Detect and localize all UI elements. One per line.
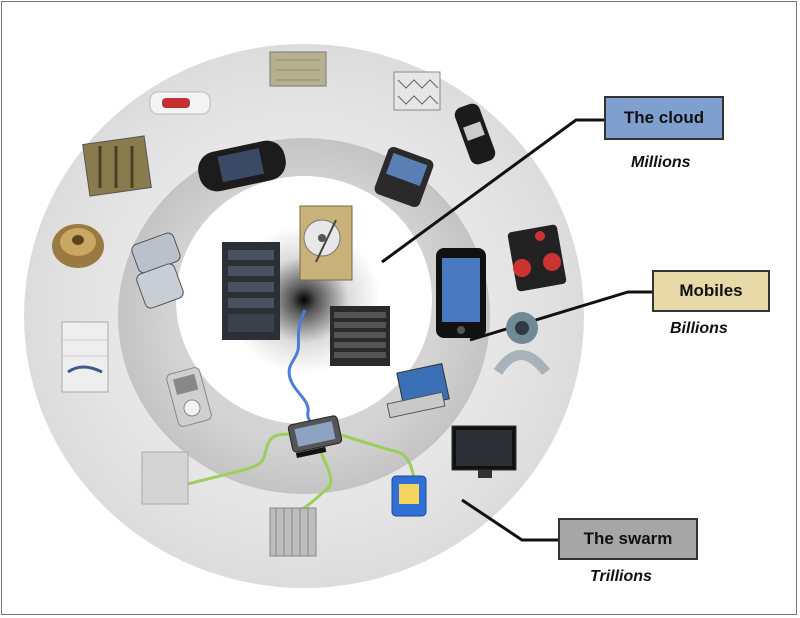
cloud-label: The cloud xyxy=(604,96,724,140)
swarm-label: The swarm xyxy=(558,518,698,560)
rfid-tag-icon xyxy=(149,91,211,115)
television-icon xyxy=(451,425,517,478)
touchscreen-phone-icon xyxy=(436,248,486,338)
swarm-leader-line xyxy=(461,498,560,542)
tablet-device-icon xyxy=(391,475,427,517)
cloud-count: Millions xyxy=(631,154,691,171)
sensor-chip-icon xyxy=(52,224,104,268)
microchip-icon xyxy=(393,71,441,111)
circuit-board-icon xyxy=(269,51,327,87)
smartphone-icon xyxy=(374,146,434,208)
swarm-count: Trillions xyxy=(590,568,652,585)
coil-component-icon xyxy=(82,135,152,197)
sensor-node-icon xyxy=(61,321,109,393)
blue-link-line xyxy=(287,309,320,431)
pda-device-icon xyxy=(287,415,343,459)
mobiles-count: Billions xyxy=(670,320,728,337)
server-rack-icon xyxy=(222,242,280,340)
speakers-icon xyxy=(507,224,567,292)
media-player-icon xyxy=(166,367,212,427)
blank-sensor-icon xyxy=(141,451,189,505)
laptop-icon xyxy=(386,363,450,419)
mobiles-label: Mobiles xyxy=(652,270,770,312)
heat-sink-icon xyxy=(269,507,317,557)
flip-phone-icon xyxy=(131,232,184,309)
blade-server-icon xyxy=(330,306,390,366)
cloud-leader-line xyxy=(381,118,606,264)
wrist-band-icon xyxy=(454,103,496,165)
cameras-icon xyxy=(493,312,550,376)
hard-drive-icon xyxy=(299,205,353,281)
game-console-icon xyxy=(198,140,286,192)
